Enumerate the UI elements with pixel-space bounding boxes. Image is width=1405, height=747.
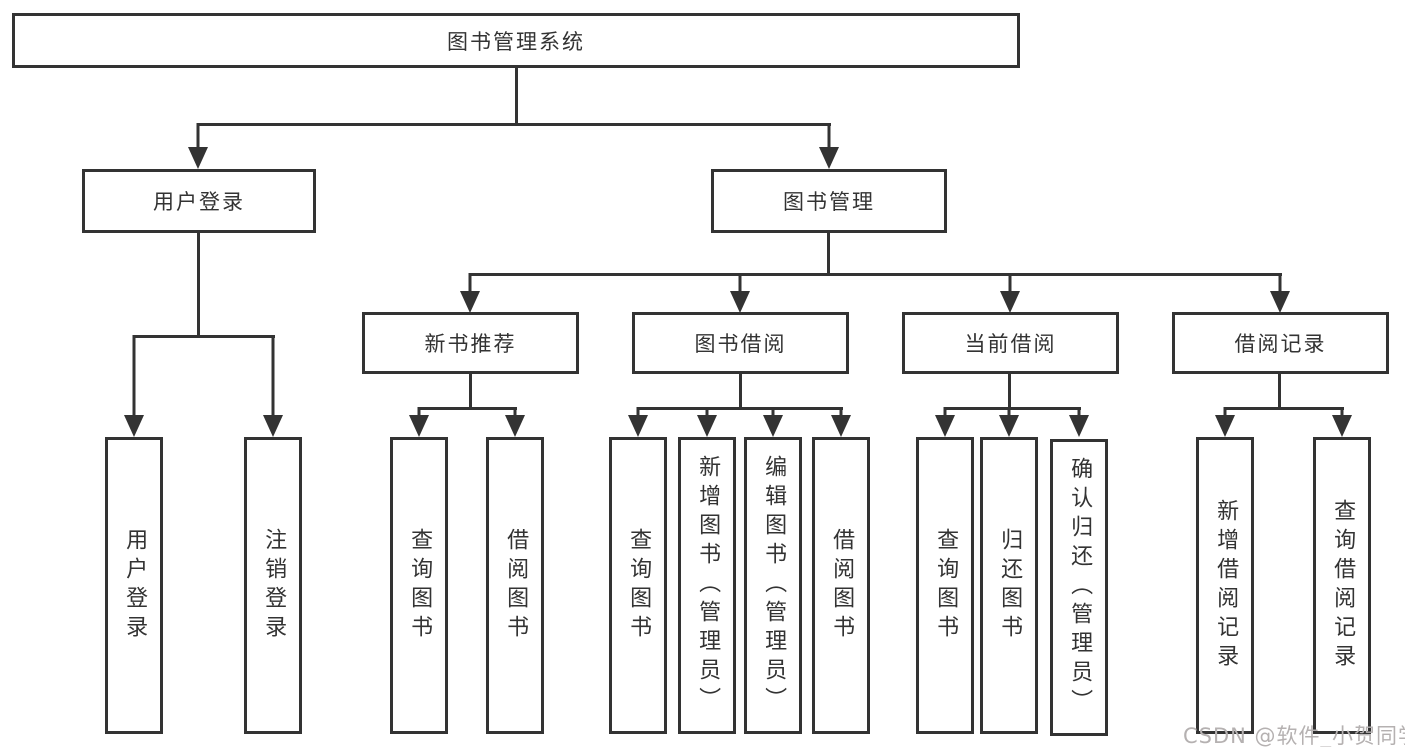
connector-arrow-borrow-record: [1269, 273, 1291, 313]
leaf-br-query-record-label: 查询借阅记录: [1330, 498, 1356, 673]
leaf-bb-add-book: 新增图书（管理员）: [678, 437, 736, 734]
leaf-user-login: 用户登录: [105, 437, 163, 734]
node-user-login: 用户登录: [82, 169, 316, 233]
leaf-user-login-label: 用户登录: [122, 527, 148, 644]
node-user-login-label: 用户登录: [153, 190, 245, 214]
node-current-borrow: 当前借阅: [902, 312, 1119, 374]
connector-arrow-current-borrow: [999, 273, 1021, 313]
connector-book-borrow-stem: [739, 374, 742, 410]
leaf-bb-borrow-book: 借阅图书: [812, 437, 870, 734]
node-borrow-record-label: 借阅记录: [1234, 332, 1327, 356]
connector-root-stem: [515, 68, 518, 126]
connector-arrow-br-query: [1331, 407, 1353, 437]
leaf-rec-query-book-label: 查询图书: [407, 527, 433, 644]
node-book-borrow: 图书借阅: [632, 312, 849, 374]
leaf-logout: 注销登录: [244, 437, 302, 734]
connector-arrow-bb-query: [627, 407, 649, 437]
connector-arrow-bb-borrow: [830, 407, 852, 437]
connector-arrow-cb-query: [934, 407, 956, 437]
connector-arrow-user-login-leaf: [123, 335, 145, 437]
leaf-cb-query-book: 查询图书: [916, 437, 974, 734]
node-new-book-rec: 新书推荐: [362, 312, 579, 374]
leaf-rec-query-book: 查询图书: [390, 437, 448, 734]
node-book-borrow-label: 图书借阅: [694, 332, 787, 356]
node-book-mgmt-label: 图书管理: [783, 190, 875, 214]
connector-arrow-br-add: [1214, 407, 1236, 437]
connector-current-borrow-stem: [1008, 374, 1011, 410]
leaf-bb-edit-book: 编辑图书（管理员）: [744, 437, 802, 734]
leaf-br-add-record: 新增借阅记录: [1196, 437, 1254, 734]
connector-arrow-book-borrow: [729, 273, 751, 313]
node-new-book-rec-label: 新书推荐: [424, 332, 517, 356]
connector-arrow-book-mgmt: [818, 123, 840, 169]
leaf-bb-edit-book-label: 编辑图书（管理员）: [761, 455, 787, 716]
leaf-bb-query-book-label: 查询图书: [626, 527, 652, 644]
connector-user-login-bar: [133, 335, 275, 338]
leaf-cb-return-book: 归还图书: [980, 437, 1038, 734]
leaf-bb-add-book-label: 新增图书（管理员）: [695, 455, 721, 716]
leaf-bb-query-book: 查询图书: [609, 437, 667, 734]
leaf-rec-borrow-book: 借阅图书: [486, 437, 544, 734]
connector-user-login-stem: [197, 233, 200, 338]
leaf-cb-confirm-return-label: 确认归还（管理员）: [1067, 457, 1093, 718]
node-borrow-record: 借阅记录: [1172, 312, 1389, 374]
node-root: 图书管理系统: [12, 13, 1020, 68]
connector-borrow-record-stem: [1278, 374, 1281, 410]
connector-arrow-rec-borrow: [504, 407, 526, 437]
connector-arrow-rec-query: [408, 407, 430, 437]
connector-new-book-rec-stem: [469, 374, 472, 410]
node-book-mgmt: 图书管理: [711, 169, 947, 233]
leaf-cb-confirm-return: 确认归还（管理员）: [1050, 439, 1108, 736]
leaf-br-add-record-label: 新增借阅记录: [1213, 498, 1239, 673]
leaf-cb-query-book-label: 查询图书: [933, 527, 959, 644]
leaf-rec-borrow-book-label: 借阅图书: [503, 527, 529, 644]
connector-new-book-rec-bar: [418, 407, 517, 410]
connector-arrow-cb-confirm: [1068, 407, 1090, 437]
node-root-label: 图书管理系统: [447, 29, 585, 54]
connector-arrow-cb-return: [998, 407, 1020, 437]
connector-arrow-user-login: [187, 123, 209, 169]
leaf-br-query-record: 查询借阅记录: [1313, 437, 1371, 734]
connector-book-mgmt-stem: [827, 233, 830, 276]
node-current-borrow-label: 当前借阅: [964, 332, 1057, 356]
leaf-bb-borrow-book-label: 借阅图书: [829, 527, 855, 644]
connector-arrow-new-book-rec: [459, 273, 481, 313]
csdn-watermark: CSDN @软件_小贺同学: [1183, 724, 1405, 747]
connector-book-mgmt-bar: [469, 273, 1282, 276]
connector-borrow-record-bar: [1224, 407, 1344, 410]
connector-arrow-bb-edit: [762, 407, 784, 437]
leaf-cb-return-book-label: 归还图书: [997, 527, 1023, 644]
connector-arrow-logout-leaf: [262, 335, 284, 437]
connector-root-bar: [197, 123, 831, 126]
leaf-logout-label: 注销登录: [261, 527, 287, 644]
connector-arrow-bb-add: [696, 407, 718, 437]
connector-book-borrow-bar: [637, 407, 843, 410]
